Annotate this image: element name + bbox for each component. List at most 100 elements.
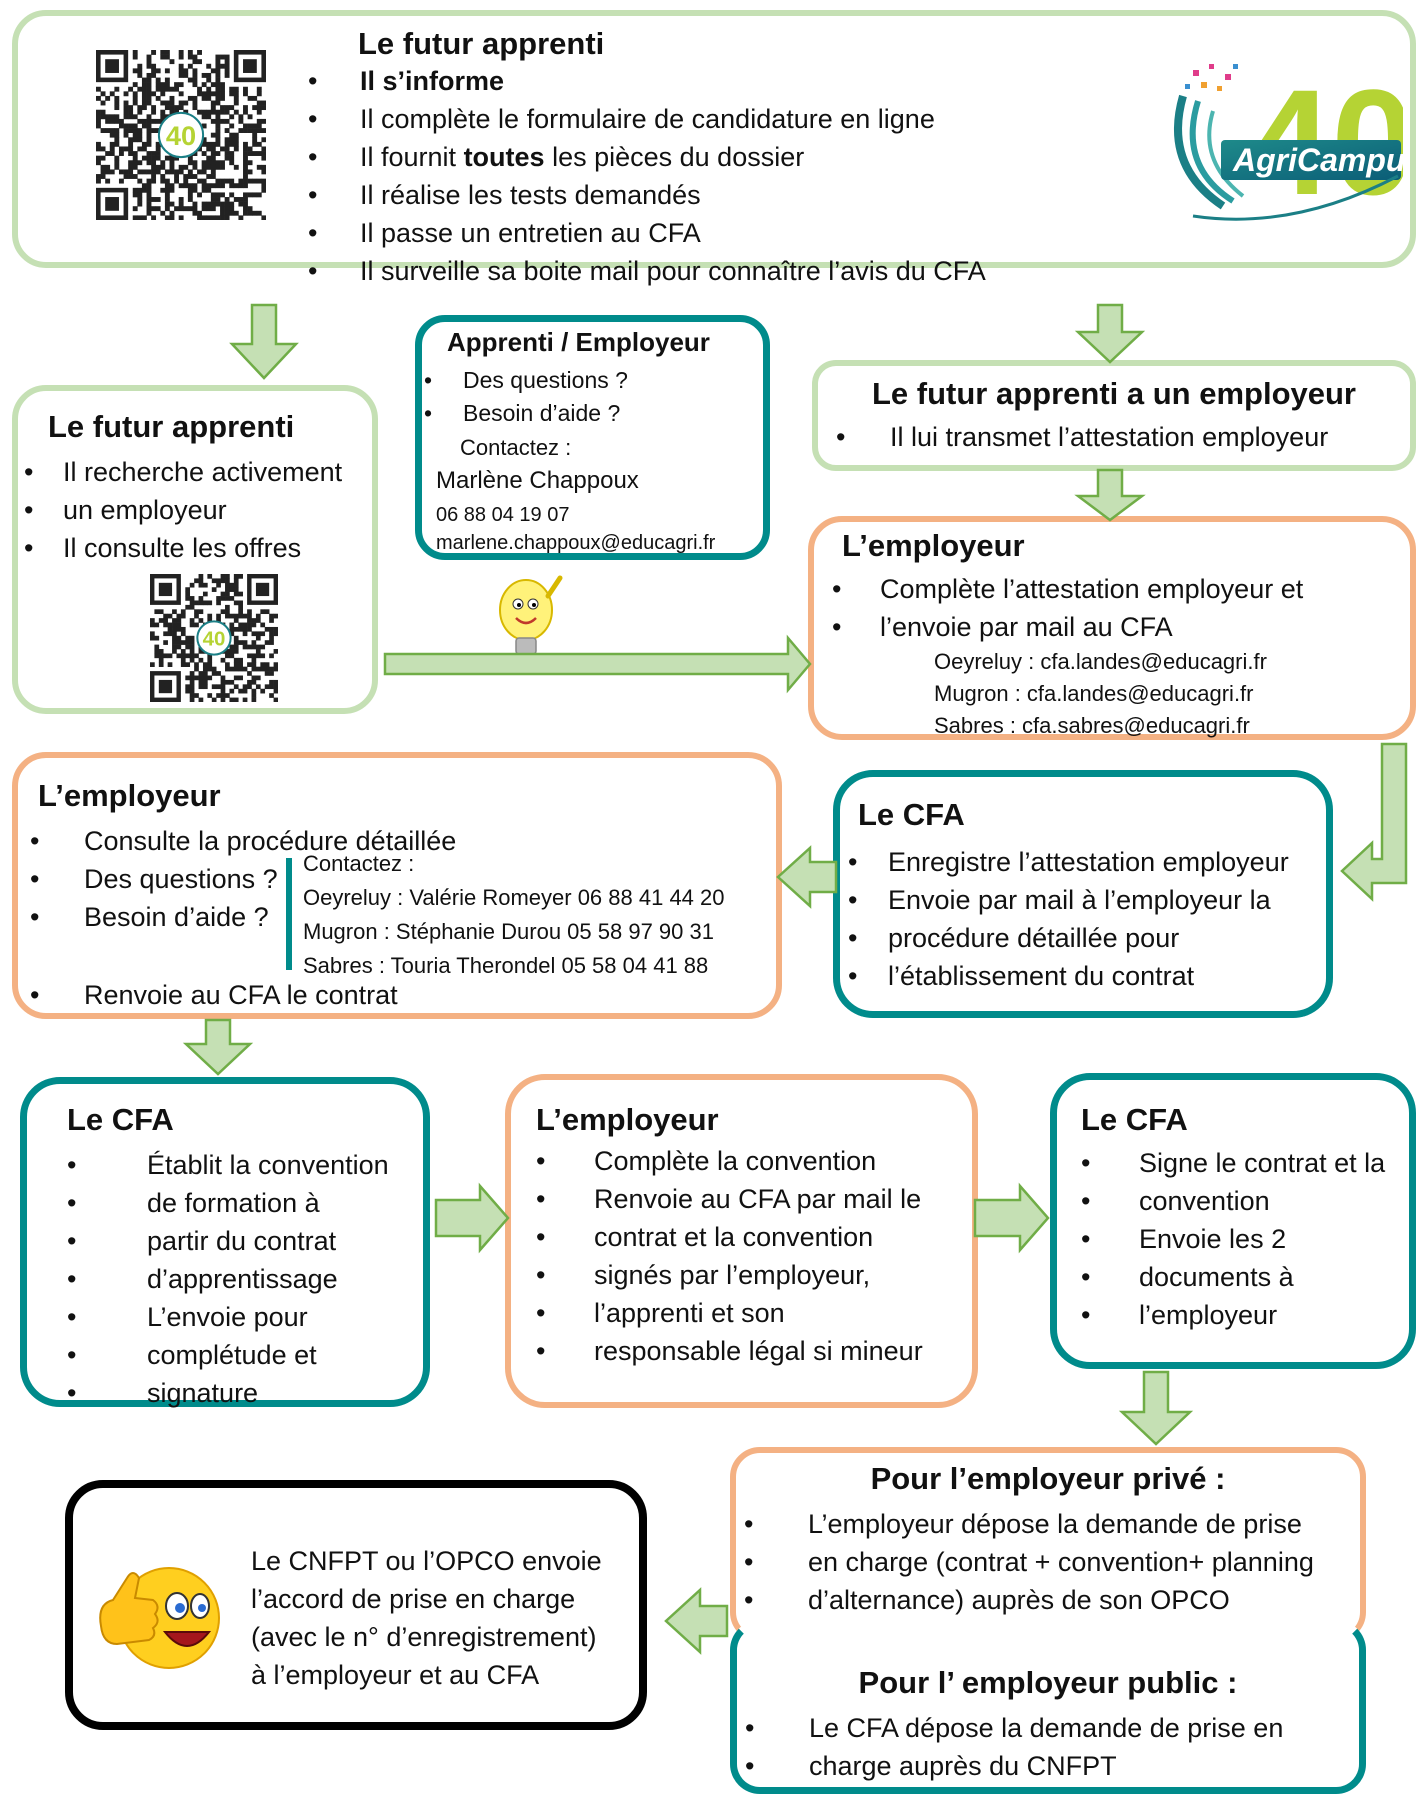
box5-item: Enregistre l’attestation employeur — [848, 843, 1289, 881]
svg-text:40: 40 — [166, 120, 196, 151]
arrow-down — [1118, 1370, 1194, 1446]
box8-list: Complète la convention Renvoie au CFA pa… — [536, 1142, 923, 1370]
box8-item: responsable légal si mineur — [536, 1332, 923, 1370]
box2-item: un employeur — [18, 491, 342, 529]
step-employeur-public: Pour l’ employeur public : Le CFA dépose… — [730, 1620, 1366, 1794]
box7-item: signature — [67, 1374, 389, 1412]
arrow-down — [1074, 303, 1146, 364]
contact-item: Besoin d’aide ? — [422, 397, 628, 430]
box12-line: Le CNFPT ou l’OPCO envoie — [251, 1546, 602, 1576]
box6-list-last: Renvoie au CFA le contrat — [30, 976, 398, 1014]
box4-list: Complète l’attestation employeur et l’en… — [832, 570, 1303, 646]
box2-item: Il recherche activement — [18, 453, 342, 491]
box9-item: documents à — [1081, 1258, 1385, 1296]
box8-item: l’apprenti et son — [536, 1294, 923, 1332]
arrow-down — [1074, 468, 1146, 522]
box8-item: signés par l’employeur, — [536, 1256, 923, 1294]
box11-item: Le CFA dépose la demande de prise en — [745, 1709, 1283, 1747]
qr-code-offres-icon[interactable]: 40 — [150, 574, 279, 703]
box11-item: charge auprès du CNFPT — [745, 1747, 1283, 1785]
box1-title: Le futur apprenti — [358, 26, 605, 61]
box10-item: en charge (contrat + convention+ plannin… — [744, 1543, 1314, 1581]
box4-email-mugron[interactable]: Mugron : cfa.landes@educagri.fr — [934, 681, 1254, 706]
box9-list: Signe le contrat et la convention Envoie… — [1081, 1144, 1385, 1334]
box12-line: (avec le n° d’enregistrement) — [251, 1622, 597, 1652]
contact-title: Apprenti / Employeur — [447, 327, 710, 357]
box4-title: L’employeur — [842, 528, 1025, 563]
box7-title: Le CFA — [67, 1102, 174, 1137]
contact-phone: 06 88 04 19 07 — [436, 504, 570, 526]
box6-contact-label: Contactez : — [303, 851, 415, 876]
contact-box-apprenti-employeur: Apprenti / Employeur Des questions ? Bes… — [415, 315, 770, 560]
box11-list: Le CFA dépose la demande de prise en cha… — [745, 1709, 1283, 1785]
arrow-left — [664, 1587, 729, 1655]
arrow-right — [434, 1182, 510, 1254]
contact-list: Des questions ? Besoin d’aide ? — [422, 364, 628, 430]
box1-item: Il passe un entretien au CFA — [308, 214, 986, 252]
logo-text: AgriCampus — [1232, 142, 1403, 178]
box4-item: Complète l’attestation employeur et — [832, 570, 1303, 608]
box9-item: Envoie les 2 — [1081, 1220, 1385, 1258]
qr-code-icon[interactable]: 40 — [96, 50, 267, 222]
box1-item: Il fournit toutes les pièces du dossier — [308, 138, 986, 176]
box5-item: Envoie par mail à l’employeur la — [848, 881, 1289, 919]
box2-list: Il recherche activement un employeur Il … — [18, 453, 342, 567]
arrow-elbow — [1340, 742, 1408, 902]
box3-item: Il lui transmet l’attestation employeur — [836, 418, 1328, 456]
box6-contact-divider — [286, 858, 292, 970]
box6-item: Besoin d’aide ? — [30, 898, 456, 936]
box3-list: Il lui transmet l’attestation employeur — [836, 418, 1328, 456]
contact-name: Marlène Chappoux — [436, 467, 639, 494]
box3-title: Le futur apprenti a un employeur — [872, 376, 1356, 411]
step-employeur-prive: Pour l’employeur privé : L’employeur dép… — [730, 1447, 1366, 1642]
step-futur-apprenti-recherche: Le futur apprenti Il recherche activemen… — [12, 385, 378, 714]
light-bulb-icon — [499, 575, 563, 655]
box9-item: l’employeur — [1081, 1296, 1385, 1334]
box6-list: Consulte la procédure détaillée Des ques… — [30, 822, 456, 936]
box11-title: Pour l’ employeur public : — [858, 1665, 1238, 1700]
box10-list: L’employeur dépose la demande de prise e… — [744, 1505, 1314, 1619]
step-cfa-signe: Le CFA Signe le contrat et la convention… — [1050, 1073, 1416, 1369]
step-cfa-enregistre: Le CFA Enregistre l’attestation employeu… — [833, 770, 1333, 1018]
step-cfa-convention: Le CFA Établit la convention de formatio… — [20, 1077, 430, 1412]
box2-title: Le futur apprenti — [48, 409, 295, 444]
contact-email[interactable]: marlene.chappoux@educagri.fr — [436, 532, 716, 554]
arrow-down — [229, 303, 299, 380]
arrow-down — [182, 1018, 254, 1076]
box7-item: d’apprentissage — [67, 1260, 389, 1298]
box2-item: Il consulte les offres — [18, 529, 342, 567]
box7-list: Établit la convention de formation à par… — [67, 1146, 389, 1412]
box6-title: L’employeur — [38, 778, 221, 813]
step-employeur-convention: L’employeur Complète la convention Renvo… — [505, 1074, 978, 1408]
arrow-left — [776, 845, 838, 909]
box9-item: convention — [1081, 1182, 1385, 1220]
box6-item: Renvoie au CFA le contrat — [30, 976, 398, 1014]
box4-email-oeyreluy[interactable]: Oeyreluy : cfa.landes@educagri.fr — [934, 649, 1267, 674]
box7-item: complétude et — [67, 1336, 389, 1374]
box7-item: partir du contrat — [67, 1222, 389, 1260]
box10-item: L’employeur dépose la demande de prise — [744, 1505, 1314, 1543]
box7-item: Établit la convention — [67, 1146, 389, 1184]
thumbs-up-smiley-icon — [99, 1567, 220, 1669]
box9-title: Le CFA — [1081, 1102, 1188, 1137]
box12-line: à l’employeur et au CFA — [251, 1660, 540, 1690]
box1-item: Il réalise les tests demandés — [308, 176, 986, 214]
box1-item: Il s’informe — [308, 62, 986, 100]
box5-title: Le CFA — [858, 797, 965, 832]
box6-contact-sabres: Sabres : Touria Therondel 05 58 04 41 88 — [303, 953, 709, 978]
step-futur-apprenti-informe: 40 Le futur apprenti Il s’informe Il com… — [12, 10, 1416, 290]
box10-title: Pour l’employeur privé : — [870, 1461, 1226, 1496]
box8-title: L’employeur — [536, 1102, 719, 1137]
box4-email-sabres[interactable]: Sabres : cfa.sabres@educagri.fr — [934, 713, 1250, 738]
box5-list: Enregistre l’attestation employeur Envoi… — [848, 843, 1289, 995]
arrow-right — [973, 1182, 1050, 1254]
contact-label: Contactez : — [460, 435, 572, 460]
step-accord-prise-en-charge: Le CNFPT ou l’OPCO envoie l’accord de pr… — [65, 1480, 647, 1730]
box6-item: Des questions ? — [30, 860, 456, 898]
box1-list: Il s’informe Il complète le formulaire d… — [308, 62, 986, 290]
box6-contact-oeyreluy: Oeyreluy : Valérie Romeyer 06 88 41 44 2… — [303, 885, 725, 910]
box4-item: l’envoie par mail au CFA — [832, 608, 1303, 646]
box5-item: l’établissement du contrat — [848, 957, 1289, 995]
box6-item: Consulte la procédure détaillée — [30, 822, 456, 860]
